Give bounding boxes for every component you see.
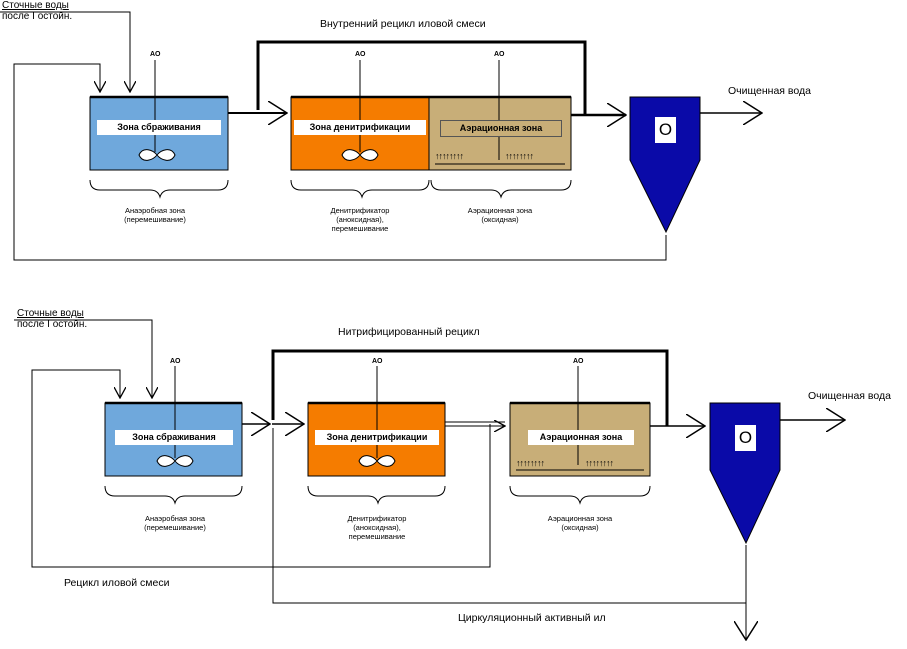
- top-settler-label: O: [655, 117, 676, 143]
- bottom-inlet-label-2: после I остойн.: [17, 319, 88, 330]
- top-ao-3: АО: [494, 51, 505, 58]
- bottom-sludge-recycle-label: Рецикл иловой смеси: [64, 577, 170, 589]
- bottom-settler: [709, 402, 781, 545]
- top-recycle-title: Внутренний рецикл иловой смеси: [320, 18, 486, 30]
- bottom-diffusers-right: ↑↑↑↑↑↑↑↑: [585, 458, 614, 468]
- bottom-brace-3: [509, 485, 651, 505]
- bottom-zone-2-label: Зона денитрификации: [315, 430, 439, 445]
- top-ao-1: АО: [150, 51, 161, 58]
- top-outlet-label: Очищенная вода: [728, 85, 811, 97]
- top-inlet-label-2: после I остойн.: [2, 11, 73, 22]
- top-inlet-label-1: Сточные воды: [2, 0, 69, 11]
- top-brace-1: [89, 179, 229, 199]
- bottom-settler-label: O: [735, 425, 756, 451]
- bottom-zone-3-label: Аэрационная зона: [528, 430, 634, 445]
- bottom-caption-2: Денитрификатор (аноксидная), перемешиван…: [347, 514, 407, 541]
- top-zone-2-label: Зона денитрификации: [294, 120, 426, 135]
- bottom-zone-1-label: Зона сбраживания: [115, 430, 233, 445]
- bottom-inlet-line: [14, 319, 152, 398]
- bottom-caption-1: Анаэробная зона (перемешивание): [144, 514, 206, 532]
- bottom-diagram: [14, 319, 845, 640]
- bottom-outlet-label: Очищенная вода: [808, 390, 891, 402]
- bottom-brace-1: [104, 485, 243, 505]
- top-ras-line: [13, 63, 667, 261]
- top-zone-3-label: Аэрационная зона: [440, 120, 562, 137]
- top-inlet-line: [0, 11, 130, 92]
- bottom-diffusers-left: ↑↑↑↑↑↑↑↑: [516, 458, 545, 468]
- bottom-ras-line: [272, 428, 747, 604]
- bottom-recycle-title: Нитрифицированный рецикл: [338, 326, 480, 338]
- top-settler: [629, 96, 701, 234]
- bottom-sludge-recycle-line: [31, 369, 491, 568]
- bottom-ao-3: АО: [573, 358, 584, 365]
- bottom-ras-label: Циркуляционный активный ил: [458, 612, 606, 624]
- top-caption-3: Аэрационная зона (оксидная): [467, 206, 533, 224]
- bottom-caption-3: Аэрационная зона (оксидная): [547, 514, 613, 532]
- bottom-ao-1: АО: [170, 358, 181, 365]
- bottom-ao-2: АО: [372, 358, 383, 365]
- top-caption-2: Денитрификатор (аноксидная), перемешиван…: [330, 206, 390, 233]
- top-brace-2: [290, 179, 430, 199]
- bottom-nitrified-recycle-line: [271, 349, 669, 426]
- top-caption-1: Анаэробная зона (перемешивание): [124, 206, 186, 224]
- top-brace-3: [430, 179, 572, 199]
- bottom-inlet-label-1: Сточные воды: [17, 308, 84, 319]
- top-diffusers-right: ↑↑↑↑↑↑↑↑: [505, 151, 534, 161]
- top-zone-1-label: Зона сбраживания: [97, 120, 221, 135]
- bottom-brace-2: [307, 485, 446, 505]
- top-ao-2: АО: [355, 51, 366, 58]
- top-internal-recycle-line: [256, 40, 587, 115]
- top-diffusers-left: ↑↑↑↑↑↑↑↑: [435, 151, 464, 161]
